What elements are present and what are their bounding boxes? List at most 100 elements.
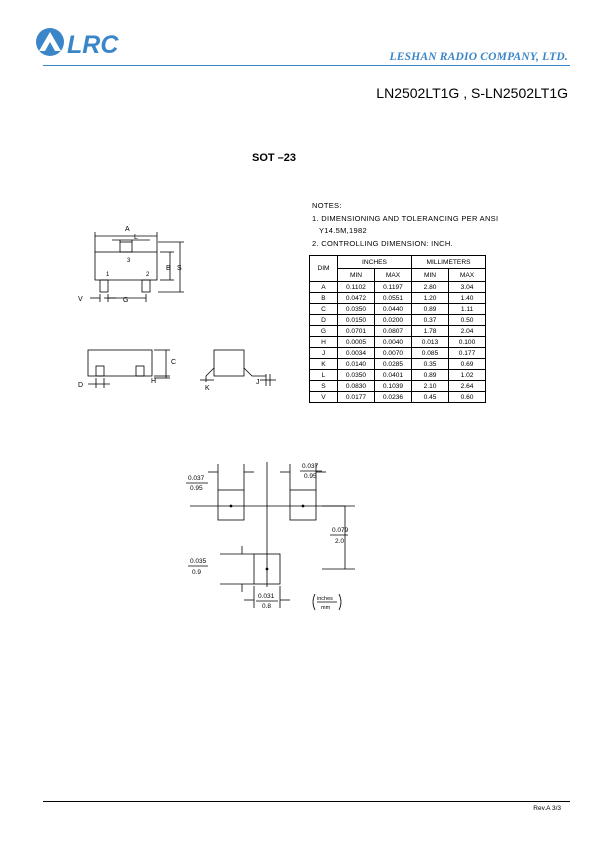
col-inches: INCHES bbox=[337, 255, 412, 269]
label-pitch-in: 0.079 bbox=[332, 527, 349, 534]
dimension-table: DIM INCHES MILLIMETERS MIN MAX MIN MAX A… bbox=[309, 255, 486, 403]
table-cell: K bbox=[309, 358, 338, 370]
table-cell: 0.0472 bbox=[337, 292, 375, 304]
table-cell: D bbox=[309, 314, 338, 326]
label-D: D bbox=[78, 382, 83, 389]
legend-inches: inches bbox=[317, 596, 333, 602]
table-cell: S bbox=[309, 380, 338, 392]
table-cell: 0.0150 bbox=[337, 314, 375, 326]
front-view-body bbox=[87, 349, 153, 377]
table-cell: 0.1197 bbox=[374, 281, 412, 293]
label-pin2: 2 bbox=[146, 272, 150, 278]
label-H: H bbox=[151, 378, 156, 385]
col-in-min: MIN bbox=[337, 268, 375, 282]
label-V: V bbox=[78, 296, 83, 303]
col-dim: DIM bbox=[309, 255, 338, 282]
table-cell: G bbox=[309, 325, 338, 337]
table-cell: 0.0285 bbox=[374, 358, 412, 370]
table-cell: 0.177 bbox=[448, 347, 486, 359]
pad-bottom bbox=[253, 553, 281, 585]
header-rule bbox=[43, 65, 570, 66]
label-pitch-mm: 2.0 bbox=[335, 538, 344, 545]
revision: Rev.A 3/3 bbox=[533, 805, 561, 812]
label-pin3: 3 bbox=[127, 258, 131, 264]
lrc-logo: LRC bbox=[33, 27, 138, 63]
pad-top-right bbox=[289, 489, 317, 521]
label-S: S bbox=[177, 265, 182, 272]
label-C: C bbox=[171, 359, 176, 366]
table-cell: 0.0701 bbox=[337, 325, 375, 337]
label-pin1: 1 bbox=[106, 272, 110, 278]
note-1-cont: Y14.5M,1982 bbox=[319, 226, 367, 235]
label-pad-h-mm: 0.9 bbox=[192, 569, 201, 576]
table-cell: 1.11 bbox=[448, 303, 486, 315]
label-B: B bbox=[166, 265, 171, 272]
table-cell: 0.0350 bbox=[337, 369, 375, 381]
col-in-max: MAX bbox=[374, 268, 412, 282]
label-pad-tl-mm: 0.95 bbox=[190, 485, 203, 492]
note-2: 2. CONTROLLING DIMENSION: INCH. bbox=[312, 238, 453, 248]
notes-heading: NOTES: bbox=[312, 201, 342, 210]
pin2-lead bbox=[141, 279, 151, 293]
table-cell: 0.0236 bbox=[374, 391, 412, 403]
label-L: L bbox=[134, 234, 138, 241]
col-mm-max: MAX bbox=[448, 268, 486, 282]
table-cell: 0.89 bbox=[411, 303, 449, 315]
table-cell: 0.0200 bbox=[374, 314, 412, 326]
table-cell: 0.89 bbox=[411, 369, 449, 381]
table-cell: 0.37 bbox=[411, 314, 449, 326]
table-cell: C bbox=[309, 303, 338, 315]
table-cell: 0.35 bbox=[411, 358, 449, 370]
logo-text: LRC bbox=[67, 31, 119, 59]
part-number: LN2502LT1G , S-LN2502LT1G bbox=[376, 85, 568, 101]
table-cell: V bbox=[309, 391, 338, 403]
table-cell: 0.085 bbox=[411, 347, 449, 359]
label-pad-w-mm: 0.8 bbox=[262, 603, 271, 610]
footer-rule bbox=[43, 801, 570, 802]
notes-block: NOTES: 1. DIMENSIONING AND TOLERANCING P… bbox=[312, 200, 498, 250]
legend-mm: mm bbox=[321, 605, 331, 611]
label-pad-tr-mm: 0.95 bbox=[304, 473, 317, 480]
table-cell: 0.0401 bbox=[374, 369, 412, 381]
table-cell: 3.04 bbox=[448, 281, 486, 293]
table-cell: 1.20 bbox=[411, 292, 449, 304]
table-cell: 0.0040 bbox=[374, 336, 412, 348]
table-cell: 0.0140 bbox=[337, 358, 375, 370]
table-cell: 2.64 bbox=[448, 380, 486, 392]
label-pad-tl-in: 0.037 bbox=[188, 475, 205, 482]
side-view-body bbox=[213, 349, 245, 377]
table-cell: 0.1039 bbox=[374, 380, 412, 392]
table-cell: 1.78 bbox=[411, 325, 449, 337]
table-cell: J bbox=[309, 347, 338, 359]
label-pad-tr-in: 0.037 bbox=[302, 463, 319, 470]
package-title: SOT –23 bbox=[252, 152, 297, 164]
pin1-lead bbox=[99, 279, 109, 293]
label-G: G bbox=[123, 297, 128, 304]
col-mm: MILLIMETERS bbox=[411, 255, 486, 269]
table-cell: 0.0830 bbox=[337, 380, 375, 392]
table-cell: 0.0005 bbox=[337, 336, 375, 348]
pin3-lead bbox=[119, 241, 133, 253]
table-cell: 0.60 bbox=[448, 391, 486, 403]
table-cell: 1.40 bbox=[448, 292, 486, 304]
label-pad-h-in: 0.035 bbox=[190, 558, 207, 565]
table-cell: 0.0551 bbox=[374, 292, 412, 304]
table-cell: 0.0070 bbox=[374, 347, 412, 359]
table-cell: 0.50 bbox=[448, 314, 486, 326]
table-cell: 0.69 bbox=[448, 358, 486, 370]
table-cell: 0.1102 bbox=[337, 281, 375, 293]
table-cell: 2.04 bbox=[448, 325, 486, 337]
table-cell: 0.100 bbox=[448, 336, 486, 348]
label-J: J bbox=[256, 379, 260, 386]
logo-emblem-icon bbox=[36, 28, 64, 56]
table-cell: 0.0034 bbox=[337, 347, 375, 359]
footprint-drawing: 0.037 0.95 0.037 0.95 0.079 2.0 0.035 0.… bbox=[186, 462, 355, 611]
